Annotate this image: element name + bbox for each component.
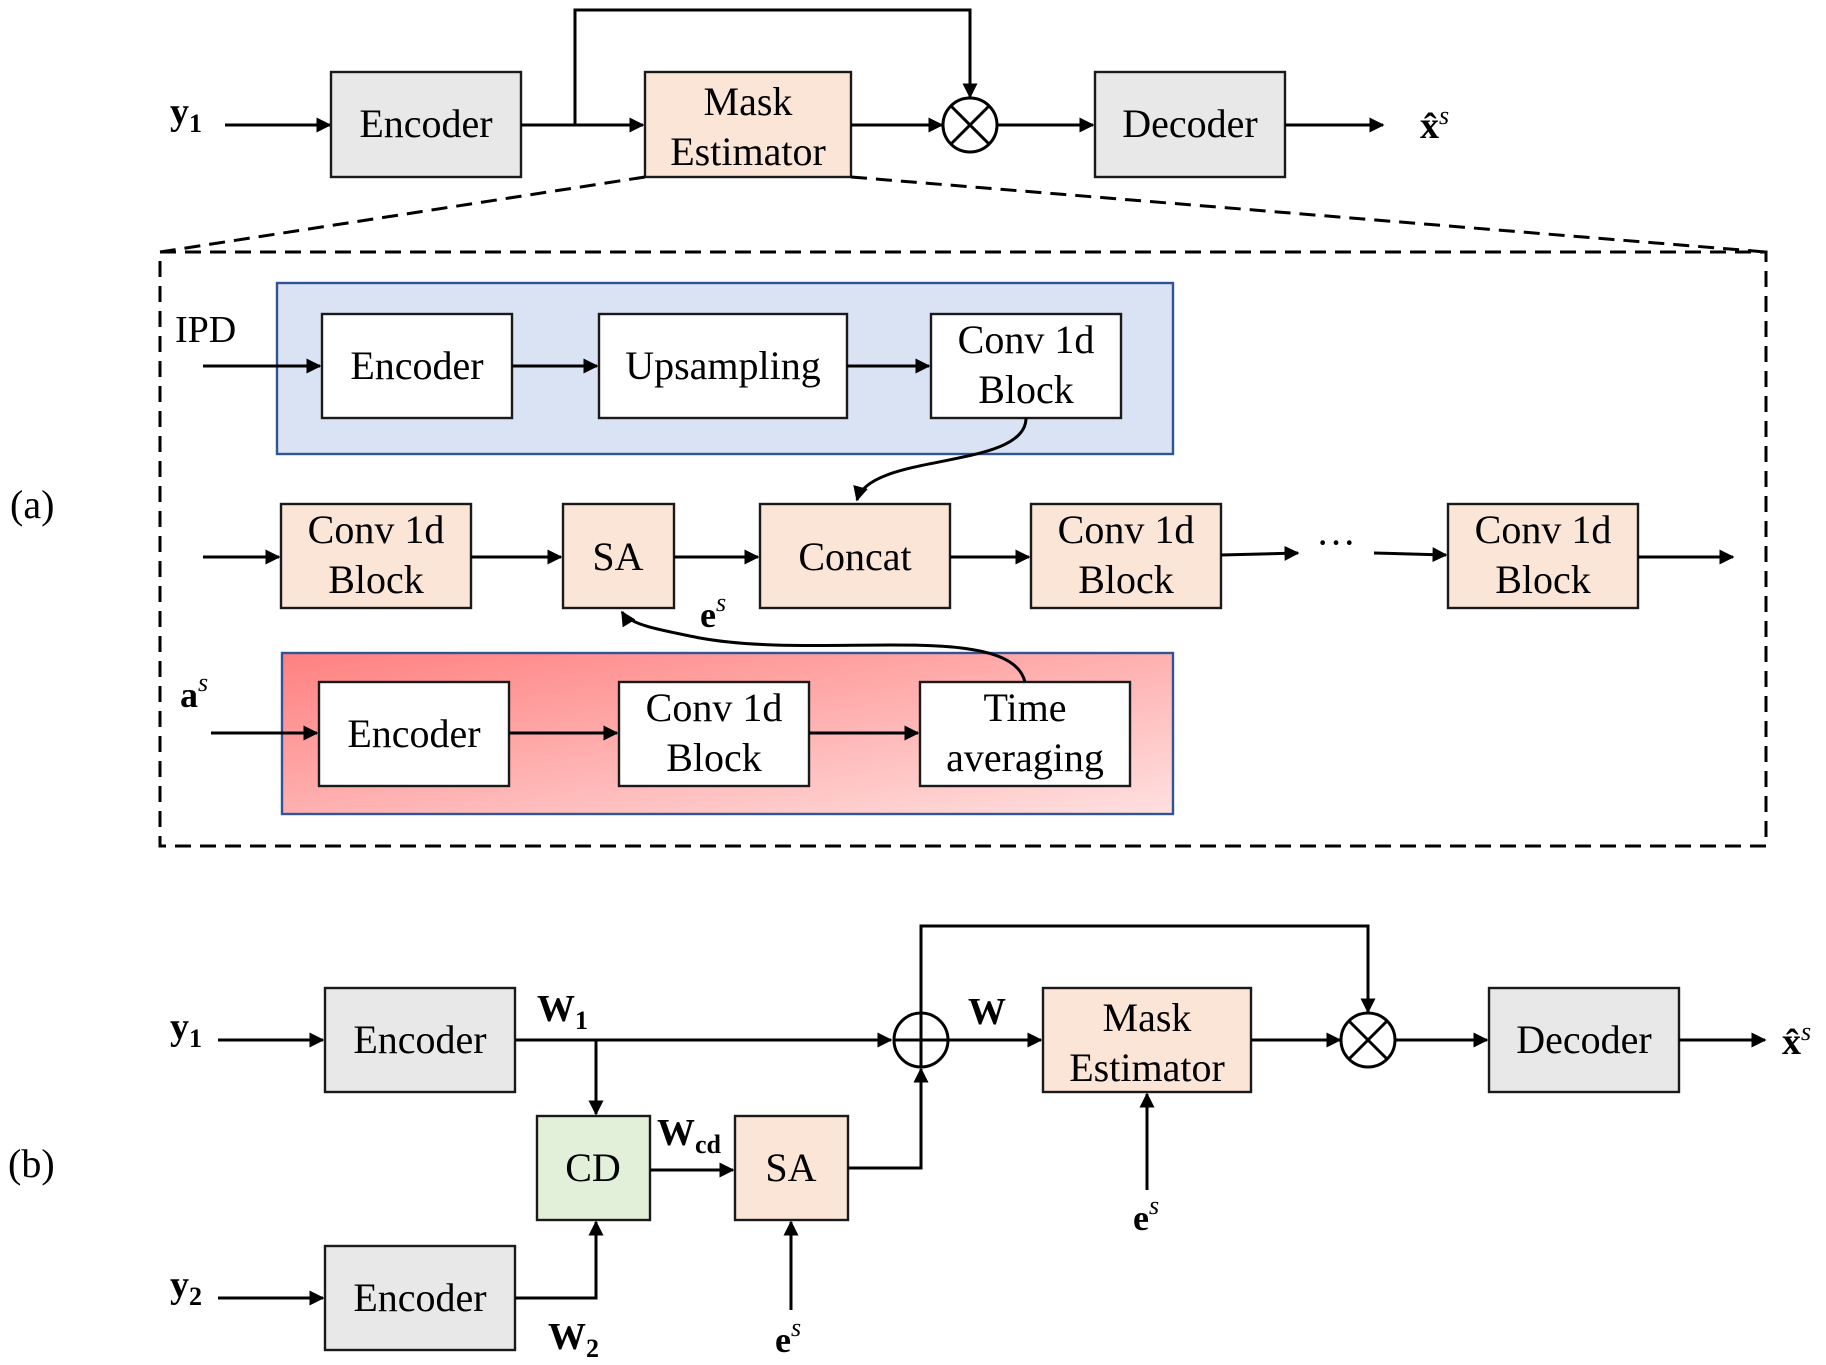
time-averaging-box [918, 680, 1132, 788]
top-mask-estimator-box [643, 70, 853, 179]
panel-b-tag: (b) [8, 1141, 55, 1186]
time-averaging-line1: Time [983, 685, 1066, 730]
b-sa-label: SA [765, 1145, 816, 1190]
arrow-w2-cd [515, 1220, 604, 1300]
b-embed-mask-label: es [1133, 1191, 1159, 1238]
speaker-encoder-box [317, 680, 511, 788]
top-decoder-box [1093, 70, 1287, 179]
panel-b: y1 Encoder W1 CD Wcd SA es y2 Encoder W2… [170, 924, 1811, 1363]
conv-block-2-line1: Conv 1d [1058, 507, 1195, 552]
arrow-sa-add [848, 1067, 929, 1170]
zoom-line-left [159, 175, 646, 254]
zoom-line-right [850, 175, 1767, 254]
b-y1-label: y1 [170, 1006, 202, 1053]
b-encoder2-box [323, 1244, 517, 1352]
b-encoder1-label: Encoder [353, 1017, 486, 1062]
b-w1-label: W1 [537, 988, 588, 1035]
ipd-encoder-box [320, 312, 514, 420]
b-decoder-box [1487, 986, 1681, 1094]
b-encoder1-box [323, 986, 517, 1094]
b-wcd-label: Wcd [657, 1112, 722, 1159]
speaker-conv-line2: Block [666, 735, 762, 780]
b-sa-box [733, 1114, 850, 1222]
b-mask-estimator-box [1041, 986, 1253, 1094]
conv-block-1-line1: Conv 1d [308, 507, 445, 552]
upsampling-label: Upsampling [625, 343, 821, 388]
mask-estimator-detail-frame [158, 250, 1768, 848]
skip-connection-top [573, 8, 978, 125]
main-sa-box [561, 502, 676, 610]
b-encoder2-label: Encoder [353, 1275, 486, 1320]
conv-block-3-box [1446, 502, 1640, 610]
b-mask-line1: Mask [1103, 995, 1192, 1040]
b-w2-label: W2 [548, 1316, 599, 1363]
conv-block-2-box [1029, 502, 1223, 610]
skip-connection-b [919, 924, 1376, 1014]
top-mask-line2: Estimator [670, 129, 826, 174]
ellipsis-label: ··· [1316, 520, 1356, 565]
top-output-label: x̂s [1420, 101, 1449, 147]
main-row: Conv 1d Block SA Concat Conv 1d Block ··… [203, 502, 1735, 635]
conv-block-3-line2: Block [1495, 557, 1591, 602]
concat-label: Concat [798, 534, 911, 579]
main-sa-label: SA [592, 534, 643, 579]
panel-a-top: y1 Encoder Mask Estimator Decoder x̂s [170, 8, 1449, 179]
b-w-label: W [968, 991, 1006, 1033]
arrow-ellipsis-conv3 [1373, 547, 1448, 563]
ipd-branch: IPD Encoder Upsampling Conv 1d Block [175, 281, 1175, 456]
arrow-time-avg-to-sa [620, 610, 1027, 683]
ipd-encoder-label: Encoder [350, 343, 483, 388]
speaker-conv-line1: Conv 1d [646, 685, 783, 730]
speaker-encoder-label: Encoder [347, 711, 480, 756]
upsampling-box [597, 312, 849, 420]
ipd-label: IPD [175, 309, 236, 351]
time-averaging-line2: averaging [946, 735, 1104, 780]
top-mask-line1: Mask [704, 79, 793, 124]
arrow-conv2-ellipsis [1220, 545, 1300, 561]
main-embed-label: es [700, 588, 726, 635]
speaker-input-label: as [180, 668, 208, 715]
y1-label: y1 [170, 91, 202, 138]
speaker-conv-block-box [617, 680, 811, 788]
top-decoder-label: Decoder [1122, 101, 1257, 146]
panel-a-tag: (a) [10, 482, 54, 527]
arrow-ipd-to-concat [853, 417, 1028, 502]
conv-block-1-line2: Block [328, 557, 424, 602]
b-output-label: x̂s [1782, 1017, 1811, 1063]
b-embed-sa-label: es [775, 1313, 801, 1360]
top-encoder-label: Encoder [359, 101, 492, 146]
add-icon [892, 1011, 950, 1069]
ipd-conv-block-box [929, 312, 1123, 420]
cd-box [535, 1114, 652, 1222]
ipd-conv-line2: Block [978, 367, 1074, 412]
b-mask-line2: Estimator [1069, 1045, 1225, 1090]
conv-block-2-line2: Block [1078, 557, 1174, 602]
b-multiply-icon [1339, 1011, 1397, 1069]
top-multiply-icon [941, 96, 999, 154]
conv-block-1-box [279, 502, 473, 610]
b-decoder-label: Decoder [1516, 1017, 1651, 1062]
cd-label: CD [565, 1145, 621, 1190]
ipd-conv-line1: Conv 1d [958, 317, 1095, 362]
b-y2-label: y2 [170, 1264, 202, 1311]
conv-block-3-line1: Conv 1d [1475, 507, 1612, 552]
